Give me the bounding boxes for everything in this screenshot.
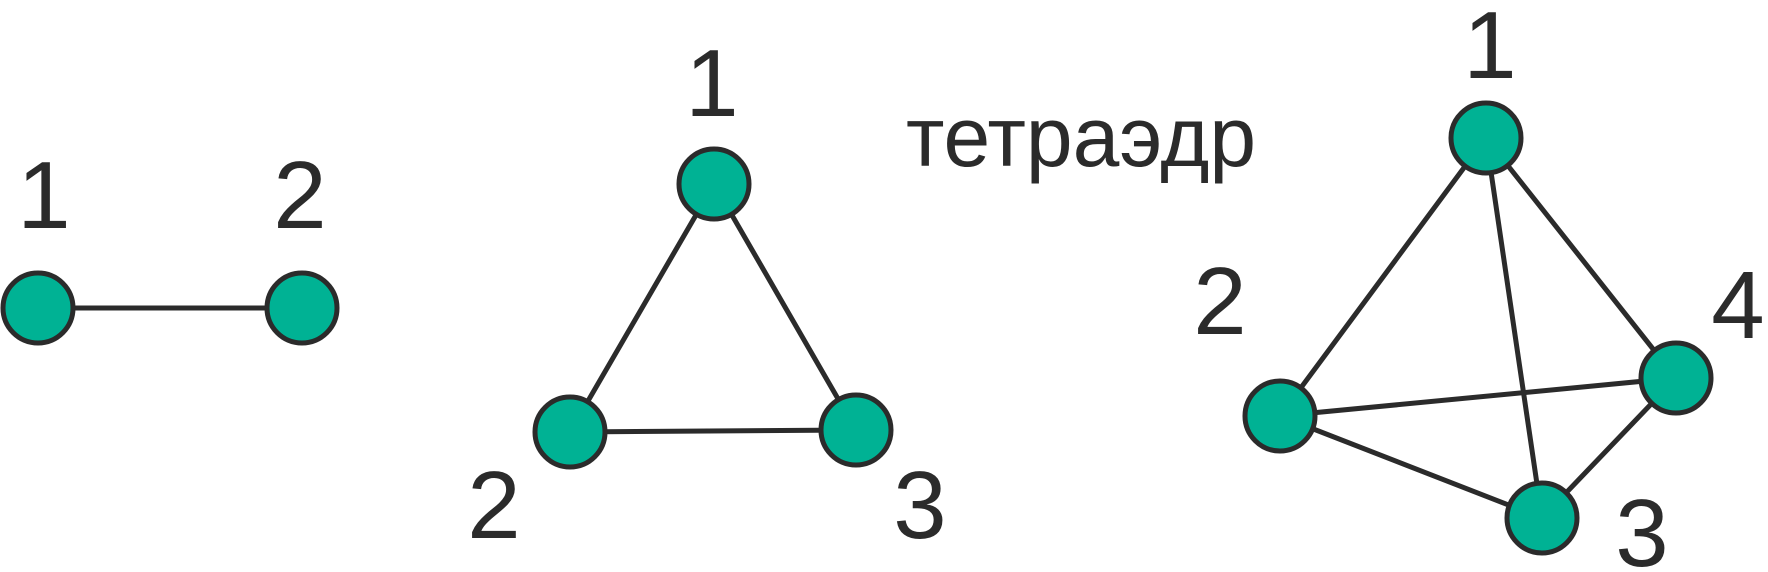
edge-1-3 [1483, 135, 1545, 521]
vertex-3 [1504, 480, 1580, 556]
vertex-label-1: 1 [17, 142, 70, 249]
tetrahedron-graph: 1 2 3 4 [1193, 0, 1764, 572]
vertex-4 [1638, 340, 1714, 416]
tetrahedron-title: тетраэдр [906, 90, 1256, 184]
edge-1-2 [1277, 135, 1489, 419]
vertex-label-3: 3 [893, 452, 946, 559]
vertex-1 [676, 146, 752, 222]
vertex-label-1: 1 [685, 30, 738, 137]
edge-1-3 [711, 181, 859, 433]
vertex-label-2: 2 [467, 452, 520, 559]
vertex-2 [1242, 378, 1318, 454]
vertex-label-4: 4 [1711, 252, 1764, 359]
edge-2-4 [1277, 375, 1679, 419]
edge-1-2 [567, 181, 717, 435]
edge-1-4 [1483, 135, 1679, 381]
vertex-2 [532, 394, 608, 470]
segment-graph: 1 2 [0, 142, 340, 346]
vertex-2 [264, 270, 340, 346]
vertex-1 [0, 270, 76, 346]
vertex-label-2: 2 [1193, 248, 1246, 355]
vertex-label-2: 2 [273, 142, 326, 249]
edge-2-3 [567, 427, 859, 435]
vertex-1 [1448, 100, 1524, 176]
vertex-label-3: 3 [1615, 480, 1668, 572]
edge-2-3 [1277, 413, 1545, 521]
triangle-graph: 1 2 3 [467, 30, 946, 559]
vertex-label-1: 1 [1463, 0, 1516, 99]
vertex-3 [818, 392, 894, 468]
